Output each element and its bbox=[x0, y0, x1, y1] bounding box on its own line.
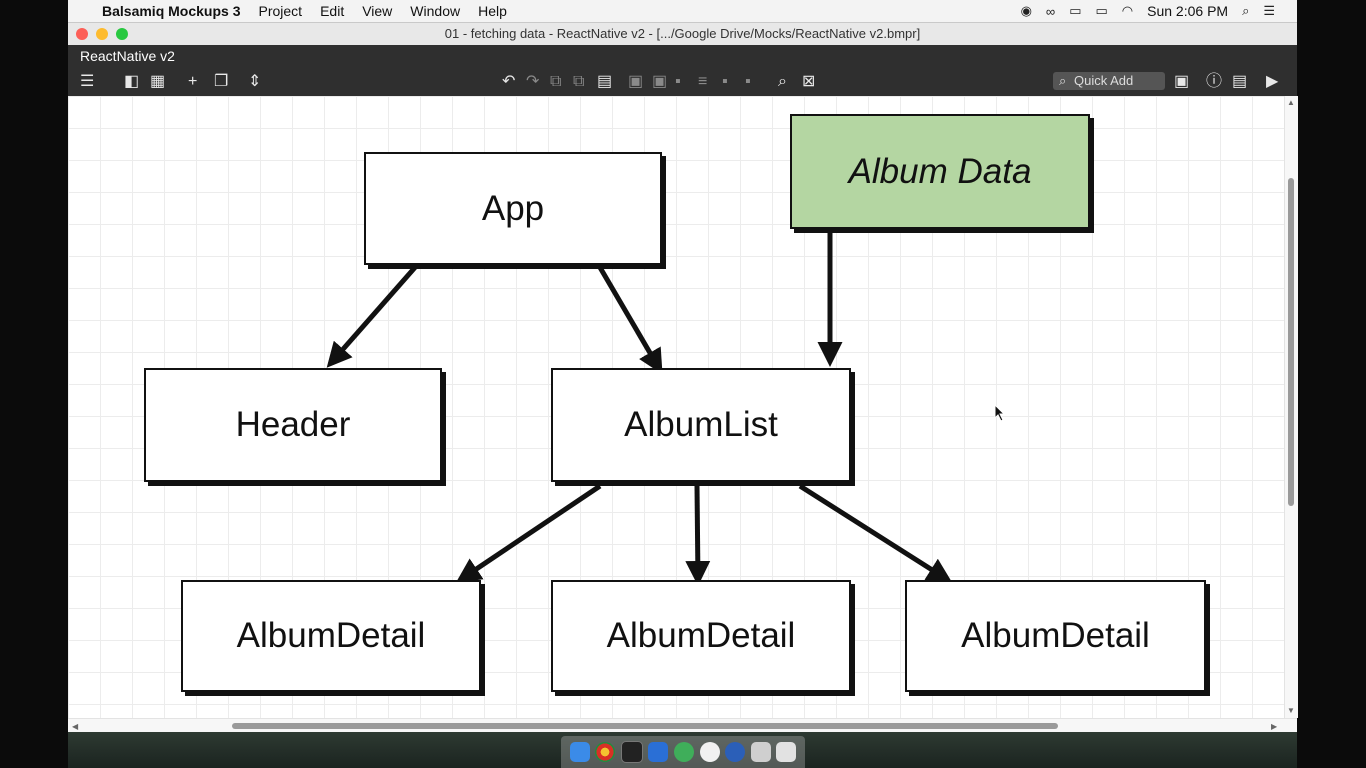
node-album-data[interactable]: Album Data bbox=[790, 114, 1090, 229]
edge-albumlist-detail-1 bbox=[455, 483, 602, 583]
node-album-list-label: AlbumList bbox=[624, 405, 778, 444]
search-icon[interactable]: ⌕ bbox=[778, 73, 787, 90]
edge-app-header bbox=[326, 262, 420, 368]
finder-dock-icon[interactable] bbox=[569, 742, 590, 762]
paste-icon[interactable]: ▤ bbox=[597, 73, 613, 90]
mac-menu-bar: Balsamiq Mockups 3 Project Edit View Win… bbox=[68, 0, 1297, 23]
scroll-right-icon[interactable]: ▶ bbox=[1271, 722, 1278, 731]
battery-icon[interactable]: ▭ bbox=[1095, 3, 1108, 18]
align-icon[interactable]: ≡ bbox=[698, 73, 708, 90]
horizontal-scrollbar[interactable]: ◀ ▶ bbox=[68, 718, 1297, 733]
info-icon[interactable]: ⓘ bbox=[1206, 73, 1223, 90]
node-album-list[interactable]: AlbumList bbox=[551, 368, 851, 482]
mouse-cursor-icon bbox=[994, 404, 1006, 422]
menu-project[interactable]: Project bbox=[258, 3, 303, 19]
node-album-detail-3[interactable]: AlbumDetail bbox=[905, 580, 1206, 692]
diagram-connectors bbox=[326, 230, 953, 586]
app-dock-icon[interactable] bbox=[673, 742, 694, 762]
wifi-icon[interactable]: ◠ bbox=[1121, 3, 1134, 18]
menubar-clock[interactable]: Sun 2:06 PM bbox=[1147, 3, 1229, 19]
hamburger-menu-icon[interactable]: ☰ bbox=[80, 73, 95, 90]
window-controls bbox=[76, 28, 128, 40]
smiley-dock-icon[interactable] bbox=[699, 742, 720, 762]
reorder-icon[interactable]: ⇕ bbox=[248, 73, 262, 90]
toggle-navigator-icon[interactable]: ◧ bbox=[124, 73, 140, 90]
present-icon[interactable]: ▶ bbox=[1266, 73, 1279, 90]
bring-forward-icon[interactable]: ▪ bbox=[675, 73, 681, 90]
glasses-icon[interactable]: ∞ bbox=[1045, 3, 1056, 19]
cut-icon[interactable]: ⧉ bbox=[573, 73, 585, 90]
node-app[interactable]: App bbox=[364, 152, 662, 265]
node-app-label: App bbox=[481, 188, 545, 228]
duplicate-icon[interactable]: ❐ bbox=[214, 73, 229, 90]
node-header-label: Header bbox=[235, 405, 351, 444]
node-album-detail-3-label: AlbumDetail bbox=[961, 616, 1150, 655]
group-icon[interactable]: ▣ bbox=[628, 73, 644, 90]
window-title: 01 - fetching data - ReactNative v2 - [.… bbox=[444, 26, 921, 41]
edge-albumlist-detail-3 bbox=[798, 483, 953, 583]
ungroup-icon[interactable]: ▣ bbox=[652, 73, 668, 90]
quick-add-placeholder: Quick Add bbox=[1074, 73, 1134, 88]
menu-help[interactable]: Help bbox=[478, 3, 507, 19]
record-icon[interactable]: ◉ bbox=[1020, 3, 1032, 18]
browser-dock-icon[interactable] bbox=[725, 742, 746, 762]
quick-add-search-icon: ⌕ bbox=[1059, 73, 1067, 88]
add-icon[interactable]: + bbox=[188, 73, 198, 90]
documents-dock-icon[interactable] bbox=[750, 742, 771, 762]
edge-app-albumlist bbox=[595, 262, 663, 375]
redo-icon[interactable]: ↷ bbox=[526, 73, 540, 90]
node-album-detail-2[interactable]: AlbumDetail bbox=[551, 580, 851, 692]
vertical-scrollbar[interactable]: ▲ ▼ bbox=[1284, 96, 1298, 718]
vertical-scroll-thumb[interactable] bbox=[1288, 178, 1294, 506]
node-header[interactable]: Header bbox=[144, 368, 442, 482]
lock-icon[interactable]: ▪ bbox=[722, 73, 728, 90]
editor-toolbar: ☰ ◧ ▦ + ❐ ⇕ ↶ ↷ ⧉ ⧉ ▤ ▣ ▣ ▪ ≡ ▪ ▪ ⌕ ⊠ ⌕ … bbox=[68, 67, 1297, 97]
menu-app-name[interactable]: Balsamiq Mockups 3 bbox=[102, 3, 241, 19]
chrome-dock-icon[interactable] bbox=[595, 742, 616, 762]
menu-window[interactable]: Window bbox=[410, 3, 461, 19]
node-album-data-label: Album Data bbox=[848, 151, 1032, 191]
menu-edit[interactable]: Edit bbox=[320, 3, 345, 19]
notes-icon[interactable]: ▤ bbox=[1232, 73, 1248, 90]
copy-icon[interactable]: ⧉ bbox=[550, 73, 562, 90]
delete-icon[interactable]: ▪ bbox=[745, 73, 751, 90]
horizontal-scroll-thumb[interactable] bbox=[232, 723, 1058, 729]
terminal-dock-icon[interactable] bbox=[620, 741, 643, 763]
spotlight-search-icon[interactable]: ⌕ bbox=[1242, 3, 1250, 18]
properties-icon[interactable]: ▣ bbox=[1174, 73, 1190, 90]
undo-icon[interactable]: ↶ bbox=[502, 73, 516, 90]
vscode-dock-icon[interactable] bbox=[648, 742, 669, 762]
airplay-icon[interactable]: ▭ bbox=[1069, 3, 1082, 18]
dock bbox=[561, 736, 805, 768]
scroll-down-icon[interactable]: ▼ bbox=[1287, 706, 1295, 715]
quick-add-field[interactable]: ⌕ Quick Add bbox=[1053, 72, 1165, 90]
node-album-detail-1-label: AlbumDetail bbox=[236, 616, 426, 655]
scroll-left-icon[interactable]: ◀ bbox=[72, 722, 79, 731]
edge-albumlist-detail-2 bbox=[685, 485, 711, 586]
close-window-button[interactable] bbox=[76, 28, 88, 40]
close-canvas-icon[interactable]: ⊠ bbox=[802, 73, 816, 90]
mockup-canvas[interactable]: App Album Data Header AlbumList AlbumDet… bbox=[68, 96, 1297, 718]
zoom-window-button[interactable] bbox=[116, 28, 128, 40]
minimize-window-button[interactable] bbox=[96, 28, 108, 40]
project-name: ReactNative v2 bbox=[80, 48, 175, 64]
node-album-detail-2-label: AlbumDetail bbox=[606, 616, 796, 655]
window-title-bar: 01 - fetching data - ReactNative v2 - [.… bbox=[68, 23, 1297, 46]
menubar-status-area: ◉ ∞ ▭ ▭ ◠ Sun 2:06 PM ⌕ ☰ bbox=[1021, 3, 1275, 19]
project-bar: ReactNative v2 bbox=[68, 45, 1297, 67]
node-album-detail-1[interactable]: AlbumDetail bbox=[181, 580, 481, 692]
trash-icon[interactable] bbox=[776, 742, 797, 762]
notification-center-icon[interactable]: ☰ bbox=[1263, 3, 1275, 18]
scroll-up-icon[interactable]: ▲ bbox=[1287, 98, 1295, 107]
menu-view[interactable]: View bbox=[362, 3, 393, 19]
grid-view-icon[interactable]: ▦ bbox=[150, 73, 166, 90]
